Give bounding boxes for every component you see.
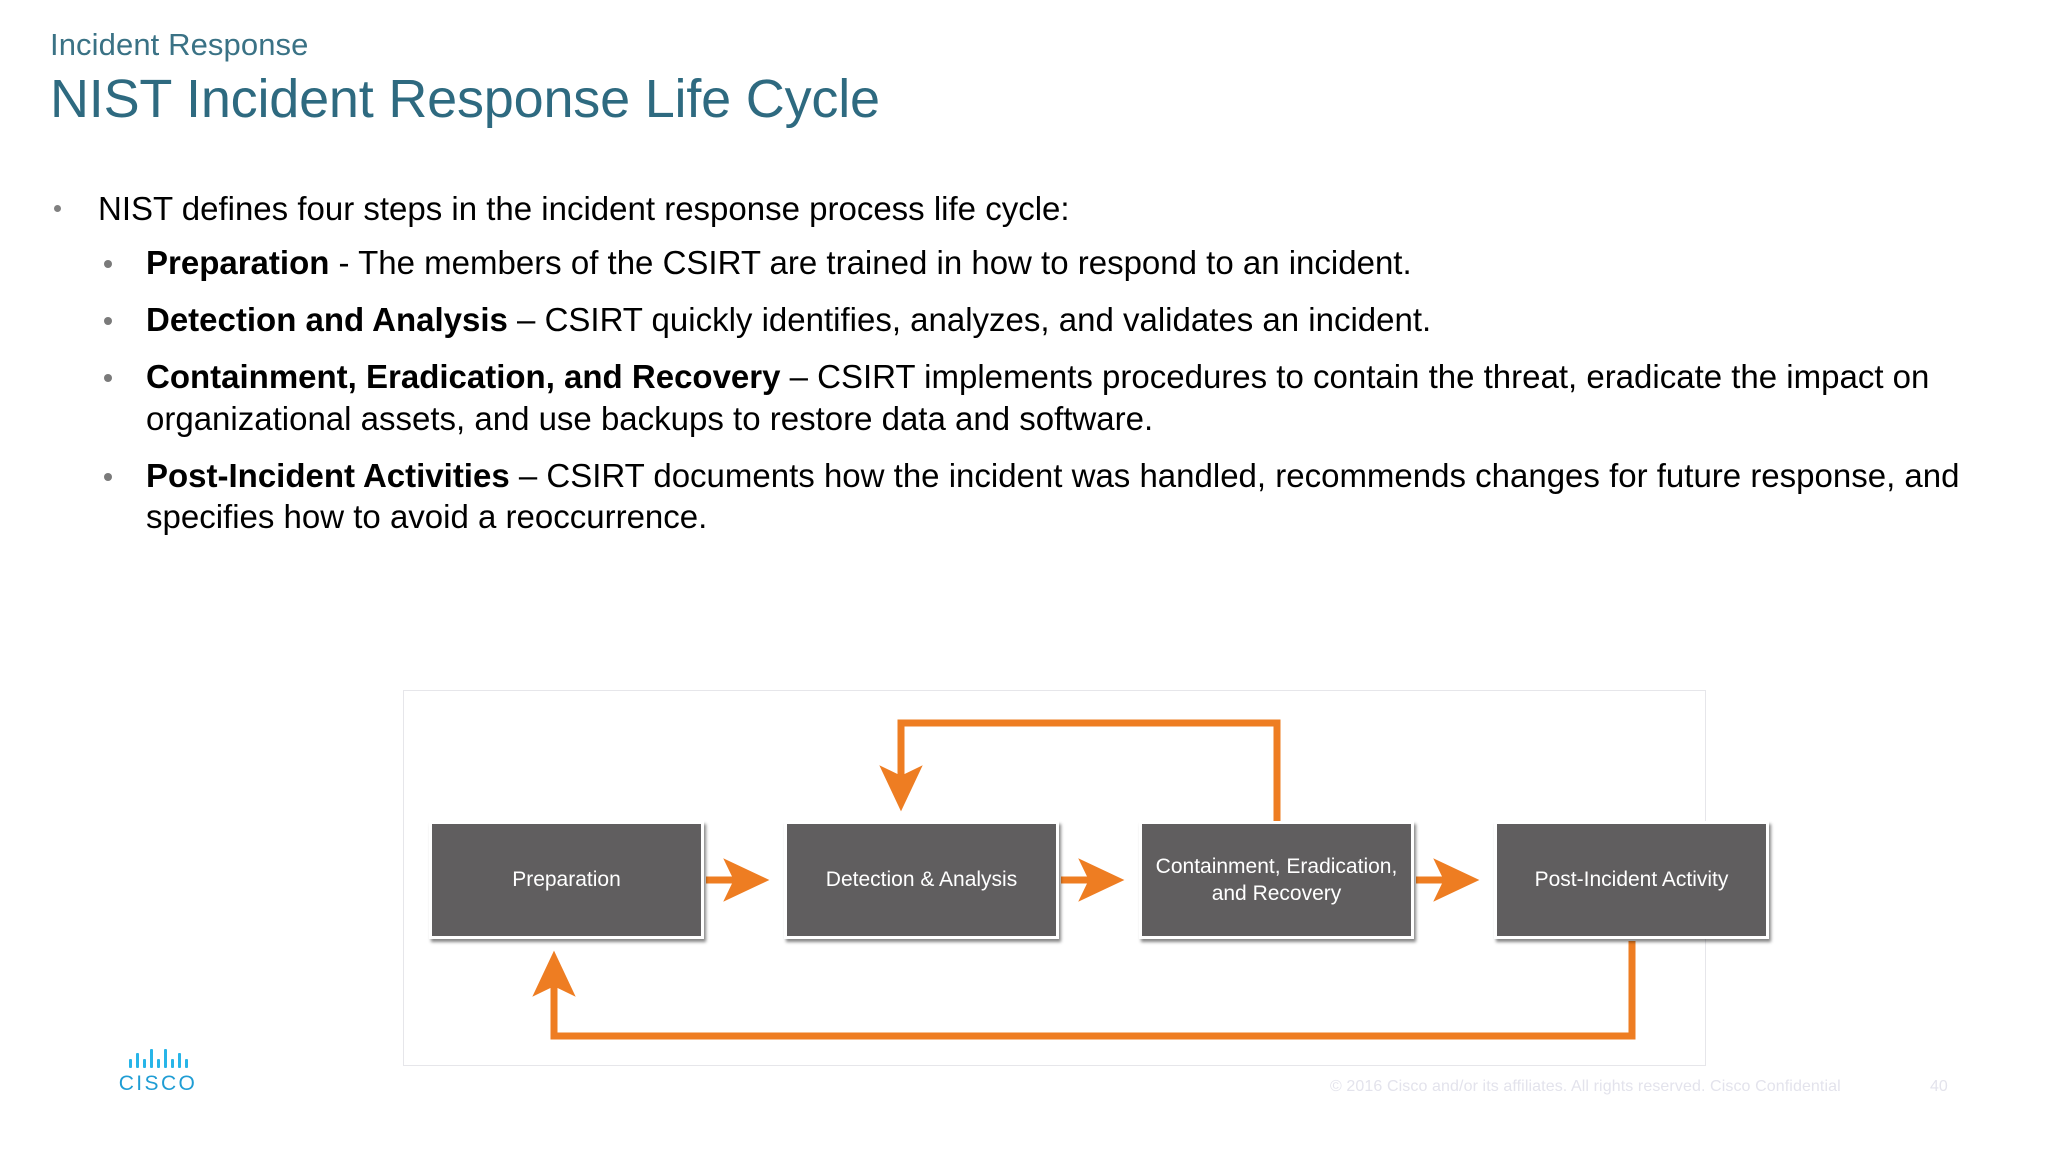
lifecycle-diagram: Preparation Detection & Analysis Contain… bbox=[403, 690, 1769, 1066]
process-box-post-incident-activity[interactable]: Post-Incident Activity bbox=[1494, 821, 1769, 939]
slide-eyebrow: Incident Response bbox=[50, 27, 309, 62]
loop-postincident-to-preparation bbox=[532, 941, 1636, 1040]
bullet-detail: - The members of the CSIRT are trained i… bbox=[329, 243, 1412, 281]
bullet-term: Preparation bbox=[146, 243, 330, 281]
slide-number: 40 bbox=[1930, 1078, 1948, 1095]
bullet-dot-icon bbox=[104, 260, 112, 269]
diagram-canvas: Preparation Detection & Analysis Contain… bbox=[404, 691, 1769, 1065]
bullet-dot-icon bbox=[104, 472, 112, 481]
bullet-term: Containment, Eradication, and Recovery bbox=[146, 357, 781, 395]
lead-bullet: NIST defines four steps in the incident … bbox=[50, 188, 2010, 231]
list-item: Detection and Analysis – CSIRT quickly i… bbox=[50, 299, 2010, 341]
process-box-label: Preparation bbox=[512, 868, 621, 892]
process-box-containment-eradication-recovery[interactable]: Containment, Eradication, and Recovery bbox=[1139, 821, 1414, 939]
list-item: Preparation - The members of the CSIRT a… bbox=[50, 242, 2010, 284]
bullet-term: Detection and Analysis bbox=[146, 300, 508, 338]
bullet-detail: – CSIRT implements procedures to contain… bbox=[146, 357, 1930, 437]
bullet-dot-icon bbox=[104, 373, 112, 382]
process-box-label: Detection & Analysis bbox=[825, 868, 1018, 892]
copyright-notice: © 2016 Cisco and/or its affiliates. All … bbox=[1330, 1078, 1841, 1095]
lead-bullet-text: NIST defines four steps in the incident … bbox=[98, 190, 1070, 227]
slide-header: Incident Response NIST Incident Response… bbox=[50, 27, 1950, 130]
list-item: Containment, Eradication, and Recovery –… bbox=[50, 356, 2010, 440]
list-item: Post-Incident Activities – CSIRT documen… bbox=[50, 455, 2010, 539]
cisco-wordmark: CISCO bbox=[118, 1072, 198, 1095]
cisco-bars-icon bbox=[112, 1046, 204, 1068]
bullet-detail: – CSIRT documents how the incident was h… bbox=[146, 456, 1960, 536]
sub-bullet-list: Preparation - The members of the CSIRT a… bbox=[50, 242, 2010, 538]
process-box-preparation[interactable]: Preparation bbox=[429, 821, 704, 939]
page-title: NIST Incident Response Life Cycle bbox=[50, 68, 880, 129]
bullet-detail: – CSIRT quickly identifies, analyzes, an… bbox=[507, 300, 1432, 338]
process-box-label: Post-Incident Activity bbox=[1534, 868, 1729, 892]
cisco-logo: CISCO bbox=[112, 1046, 204, 1096]
loop-containment-to-detection bbox=[879, 719, 1281, 821]
process-box-label: Containment, Eradication, and Recovery bbox=[1155, 854, 1398, 905]
slide-body: NIST defines four steps in the incident … bbox=[50, 188, 2010, 553]
bullet-dot-icon bbox=[104, 316, 112, 325]
bullet-dot-icon bbox=[54, 205, 61, 213]
bullet-term: Post-Incident Activities bbox=[146, 456, 510, 494]
process-box-detection-analysis[interactable]: Detection & Analysis bbox=[784, 821, 1059, 939]
